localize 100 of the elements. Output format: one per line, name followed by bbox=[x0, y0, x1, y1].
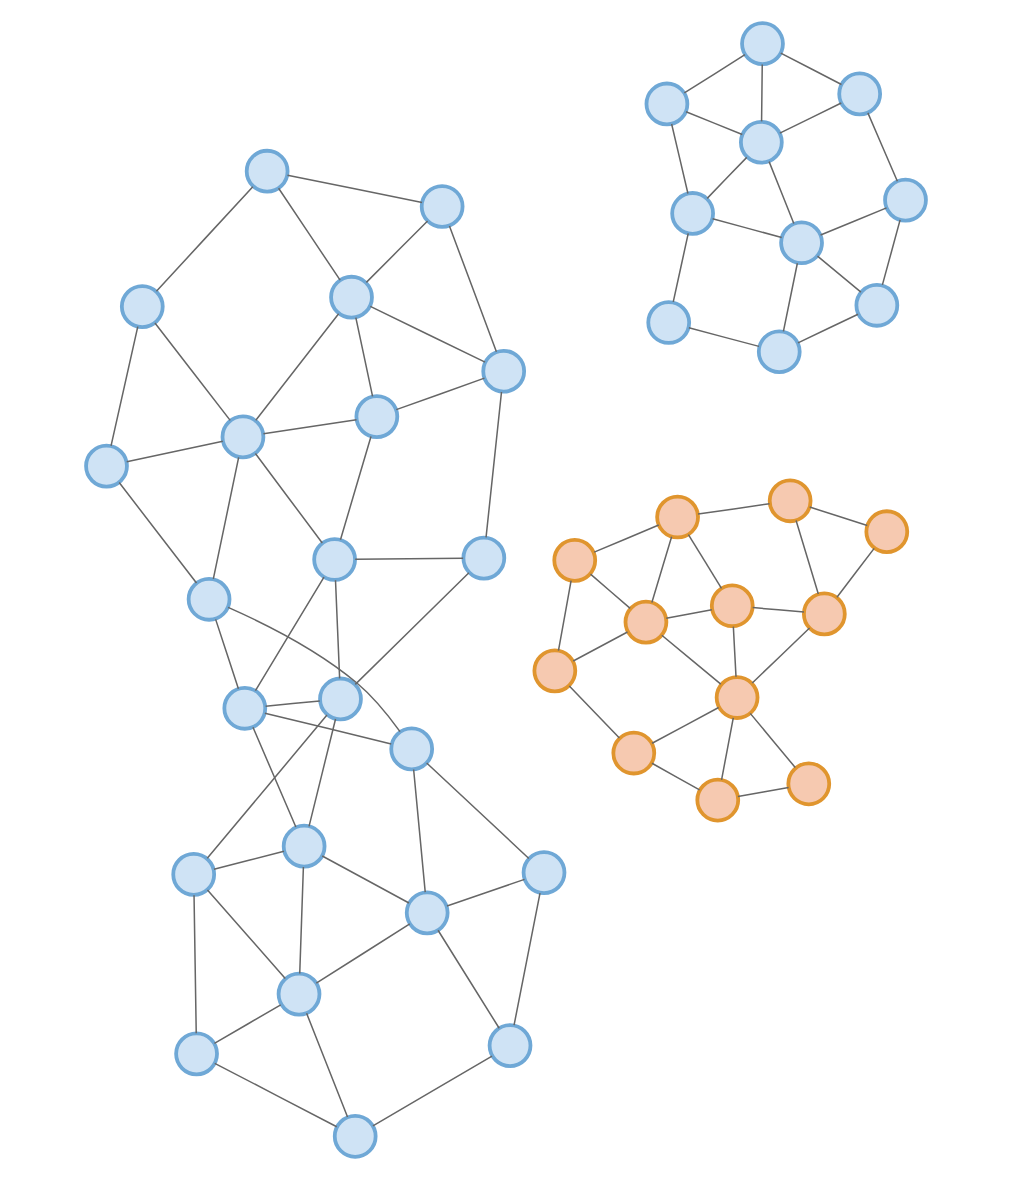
connector bbox=[109, 325, 138, 447]
connector bbox=[124, 440, 223, 463]
connector bbox=[117, 481, 197, 584]
connector bbox=[436, 929, 499, 1029]
connector bbox=[298, 866, 304, 975]
connector bbox=[567, 685, 620, 739]
connector bbox=[748, 712, 795, 769]
connector bbox=[705, 156, 747, 200]
node-circle bbox=[480, 348, 526, 394]
connector bbox=[353, 572, 469, 686]
connector bbox=[394, 377, 485, 411]
connector bbox=[880, 219, 900, 286]
connector bbox=[371, 1055, 492, 1127]
connector bbox=[153, 322, 230, 422]
connector bbox=[650, 536, 672, 604]
node-circle bbox=[713, 675, 759, 720]
node-circle bbox=[331, 1114, 377, 1159]
connector bbox=[213, 1062, 337, 1128]
connector bbox=[660, 634, 721, 685]
connector bbox=[719, 717, 734, 781]
node-circle bbox=[317, 676, 362, 722]
connector bbox=[684, 110, 742, 136]
node-circle bbox=[173, 1031, 218, 1077]
connector bbox=[571, 631, 628, 662]
node-circle bbox=[83, 443, 128, 489]
node-circle bbox=[622, 599, 668, 645]
connector bbox=[759, 63, 762, 123]
connector bbox=[686, 533, 722, 590]
node-circle bbox=[170, 852, 216, 897]
connector bbox=[314, 923, 410, 984]
node-circle bbox=[328, 274, 373, 320]
node-circle bbox=[531, 648, 577, 694]
connector bbox=[512, 892, 540, 1026]
connector bbox=[682, 53, 745, 94]
connector bbox=[307, 718, 336, 828]
connector bbox=[192, 894, 196, 1034]
node-circle bbox=[863, 509, 909, 555]
node-circle bbox=[185, 576, 231, 622]
node-circle bbox=[645, 300, 691, 345]
node-circle bbox=[221, 685, 267, 731]
node-circle bbox=[460, 535, 506, 581]
connector bbox=[424, 762, 529, 860]
connector bbox=[696, 503, 770, 515]
connector bbox=[484, 391, 502, 539]
connector bbox=[807, 506, 867, 527]
connector bbox=[556, 579, 571, 652]
connector bbox=[263, 700, 320, 707]
connector bbox=[251, 726, 296, 828]
connector bbox=[320, 855, 409, 904]
node-circle bbox=[755, 329, 801, 375]
connector bbox=[285, 174, 422, 204]
node-circle bbox=[778, 220, 823, 266]
node-circle bbox=[739, 21, 784, 66]
connector bbox=[205, 889, 285, 980]
node-circle bbox=[836, 71, 881, 117]
node-circle bbox=[520, 850, 566, 895]
connector bbox=[818, 207, 887, 236]
connector bbox=[253, 452, 323, 544]
connector bbox=[650, 706, 719, 744]
node-circle bbox=[669, 191, 714, 236]
connector bbox=[253, 576, 324, 692]
node-circle bbox=[654, 494, 699, 540]
node-circle bbox=[311, 537, 356, 582]
connector bbox=[212, 1004, 281, 1045]
node-circle bbox=[694, 777, 740, 823]
connector bbox=[866, 112, 898, 183]
connector bbox=[710, 218, 782, 239]
connector bbox=[205, 714, 327, 859]
node-circle bbox=[766, 478, 812, 524]
connector bbox=[254, 313, 339, 422]
connector bbox=[364, 220, 428, 284]
connector bbox=[796, 313, 858, 344]
connector bbox=[778, 102, 841, 134]
connector bbox=[226, 606, 400, 733]
connector bbox=[835, 547, 874, 599]
connector bbox=[781, 262, 798, 333]
connector bbox=[263, 712, 391, 745]
connector bbox=[276, 187, 340, 281]
node-circle bbox=[118, 284, 164, 329]
node-circle bbox=[388, 726, 434, 772]
node-circle bbox=[486, 1023, 532, 1068]
node-circle bbox=[353, 394, 399, 439]
connector bbox=[411, 768, 425, 893]
connector bbox=[671, 232, 688, 303]
node-circle bbox=[882, 177, 927, 223]
connector bbox=[650, 762, 700, 791]
connector bbox=[736, 786, 789, 798]
connector bbox=[368, 305, 485, 363]
node-circle bbox=[643, 81, 689, 127]
connector bbox=[211, 456, 239, 580]
node-circle bbox=[219, 414, 265, 460]
connector bbox=[154, 185, 253, 292]
connector bbox=[333, 579, 340, 680]
connector bbox=[261, 418, 357, 435]
node-circle bbox=[418, 184, 464, 229]
connector bbox=[588, 573, 630, 610]
node-circle bbox=[403, 890, 449, 936]
connector bbox=[212, 850, 284, 870]
node-circle bbox=[551, 538, 597, 583]
node-circle bbox=[785, 761, 831, 807]
